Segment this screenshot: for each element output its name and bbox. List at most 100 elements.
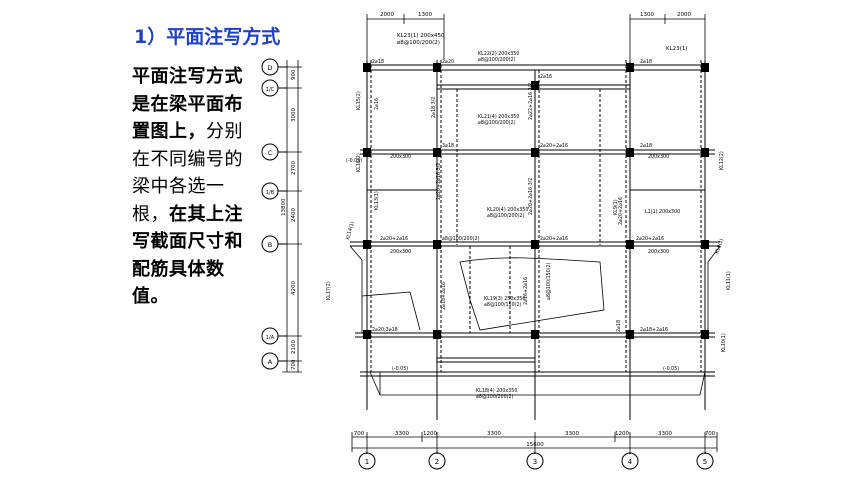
- rebar-note-6: ⌀8@100/200(2): [442, 236, 480, 242]
- vertical-rebar-9: 2⌀18: [616, 320, 622, 332]
- beam-label-kl19: KL19(3) 250x350: [484, 296, 525, 302]
- bottom-total-dim: 15600: [526, 442, 544, 448]
- axis-bubble-3: [526, 452, 544, 470]
- beam-label-kl18: KL18(4) 200x350: [476, 388, 517, 394]
- bottom-dim-4: 3300: [487, 431, 501, 437]
- section-label-2: 200x300: [648, 154, 669, 160]
- vertical-rebar-7: ⌀8@100/150(2): [546, 262, 552, 300]
- axis-bubble-2: [428, 452, 446, 470]
- rebar-note-10: 2⌀20+2⌀16: [636, 236, 664, 242]
- vertical-rebar-6: 2⌀16+2⌀16: [523, 277, 529, 305]
- vertical-rebar-2: 2⌀20+2⌀16 3/2: [436, 163, 442, 200]
- beam-label-kl17: KL17(2): [326, 281, 332, 300]
- columns: [363, 63, 709, 339]
- axis-label-B: B: [268, 241, 272, 249]
- bottom-dim-1: 700: [354, 431, 365, 437]
- bottom-dim-6: 1200: [615, 431, 629, 437]
- beam-label-kl22-rebar: ⌀8@100/200(2): [478, 57, 516, 63]
- beam-label-kl9: KL9(1): [613, 199, 619, 215]
- vertical-rebar-4: 2⌀20+2⌀16 3/2: [528, 178, 534, 215]
- left-dimensions: [282, 60, 302, 373]
- section-label-1: 200x300: [390, 154, 411, 160]
- top-dimensions: [366, 14, 706, 60]
- description-bold-1: 平面注写方式是在梁平面布置图上，: [132, 66, 243, 142]
- beam-label-kl20: KL20(4) 200x350: [487, 207, 528, 213]
- beam-label-kl15: KL15(2): [356, 91, 362, 110]
- vertical-rebar-5: 2⌀22+2⌀16 3/2: [528, 83, 534, 120]
- left-dim-5: 4200: [291, 281, 297, 295]
- axis-label-5: 5: [703, 458, 707, 466]
- rebar-note-1: 2⌀18: [372, 59, 384, 65]
- beam-label-kl21-rebar: ⌀8@100/200(2): [478, 120, 516, 126]
- top-beam-rebar: ⌀8@100/200(2): [397, 40, 440, 46]
- axis-label-3: 3: [533, 458, 537, 466]
- top-dim-right-2: 2000: [677, 12, 691, 18]
- left-dim-3: 2700: [291, 161, 297, 175]
- axis-label-4: 4: [628, 458, 633, 466]
- rebar-note-7: 2⌀20;3⌀18: [372, 327, 398, 333]
- vertical-rebar-8: 2⌀20+2⌀16: [618, 197, 624, 225]
- left-dim-2: 3000: [291, 108, 297, 122]
- axis-label-2: 2: [435, 458, 439, 466]
- rebar-note-12: 2⌀18: [640, 143, 652, 149]
- level-label-3: (-0.05): [346, 158, 362, 164]
- axis-label-A: A: [268, 358, 273, 366]
- section-label-3: 200x300: [390, 249, 411, 255]
- top-beam-label-right: KL23(1): [666, 46, 687, 52]
- beam-label-kl8: KL8(1): [714, 238, 725, 255]
- beam-label-kl11: KL11(1): [726, 271, 732, 290]
- bottom-dim-8: 700: [705, 431, 716, 437]
- axis-bubble-4: [621, 452, 639, 470]
- rebar-note-2: 2⌀20: [442, 59, 454, 65]
- rebar-note-3: 2⌀16: [540, 74, 552, 80]
- section-label-4: 200x300: [648, 249, 669, 255]
- axis-bubble-5: [696, 452, 714, 470]
- vertical-rebar-3: 2⌀18+2⌀16: [441, 282, 447, 310]
- beam-annotations: KL22(2) 200x350 ⌀8@100/200(2) KL21(4) 20…: [326, 51, 732, 400]
- beam-label-kl12: KL12(2): [719, 151, 725, 170]
- axis-bubbles-letters: [261, 58, 287, 370]
- top-dim-right-1: 1300: [640, 12, 654, 18]
- beam-label-kl14: KL14(1): [345, 221, 356, 241]
- description-normal: 分别在不同编号的梁中各选一根，: [132, 121, 243, 225]
- level-label-1: (-0.05): [392, 366, 408, 372]
- beam-label-kl16: KL16(2): [356, 153, 362, 172]
- left-dim-6: 2100: [291, 340, 297, 354]
- beams: [350, 60, 720, 377]
- rebar-note-5: 3⌀18: [442, 143, 454, 149]
- top-beam-label-left: KL23(1) 200x450: [397, 33, 445, 39]
- beam-label-kl19-rebar: ⌀8@100/150(2): [484, 302, 522, 308]
- level-label-2: (-0.05): [663, 366, 679, 372]
- beam-layout-plan: 2000 1300 1300 2000 KL23(1) 200x450 ⌀8@1…: [261, 12, 732, 470]
- beam-label-kl22: KL22(2) 200x350: [478, 51, 519, 57]
- rebar-note-9: 2⌀20+2⌀16: [540, 236, 568, 242]
- axis-label-D: D: [267, 64, 272, 72]
- left-dim-7: 700: [291, 359, 297, 370]
- slide-description: 平面注写方式是在梁平面布置图上，分别在不同编号的梁中各选一根，在其上注写截面尺寸…: [132, 63, 244, 311]
- rebar-note-11: 2⌀20+2⌀16: [380, 236, 408, 242]
- axis-label-1C: 1/C: [266, 87, 275, 93]
- rebar-note-13: 2⌀18: [640, 59, 652, 65]
- left-dim-4: 2400: [291, 208, 297, 222]
- bottom-dim-3: 1200: [423, 431, 437, 437]
- left-dim-1: 900: [291, 69, 297, 80]
- bottom-dimensions: [351, 432, 718, 452]
- beam-label-kl21: KL21(4) 200x350: [478, 114, 519, 120]
- beam-label-kl20-rebar: ⌀8@100/200(2): [487, 213, 525, 219]
- vertical-rebar-10: 2⌀18 3/2: [431, 97, 437, 118]
- beam-label-kl18-rebar: ⌀8@100/200(2): [476, 394, 514, 400]
- top-dim-left-2: 1300: [418, 12, 432, 18]
- axis-label-1B: 1/B: [266, 190, 275, 196]
- bottom-dim-2: 3300: [395, 431, 409, 437]
- description-bold-2: 在其上注写截面尺寸和配筋具体数值。: [132, 203, 243, 308]
- axis-label-1A: 1/A: [266, 335, 275, 341]
- rebar-note-8: 2⌀18+2⌀16: [640, 327, 668, 333]
- top-dim-left-1: 2000: [380, 12, 394, 18]
- vertical-rebar-1: 2⌀16: [374, 98, 380, 110]
- axis-bubbles-numbers: [358, 452, 714, 470]
- rebar-note-4: 2⌀20+2⌀16: [540, 143, 568, 149]
- bottom-dim-7: 3300: [658, 431, 672, 437]
- beam-label-l1: L1(1) 200x300: [645, 209, 680, 215]
- bottom-dim-5: 3300: [565, 431, 579, 437]
- axis-bubble-1: [358, 452, 376, 470]
